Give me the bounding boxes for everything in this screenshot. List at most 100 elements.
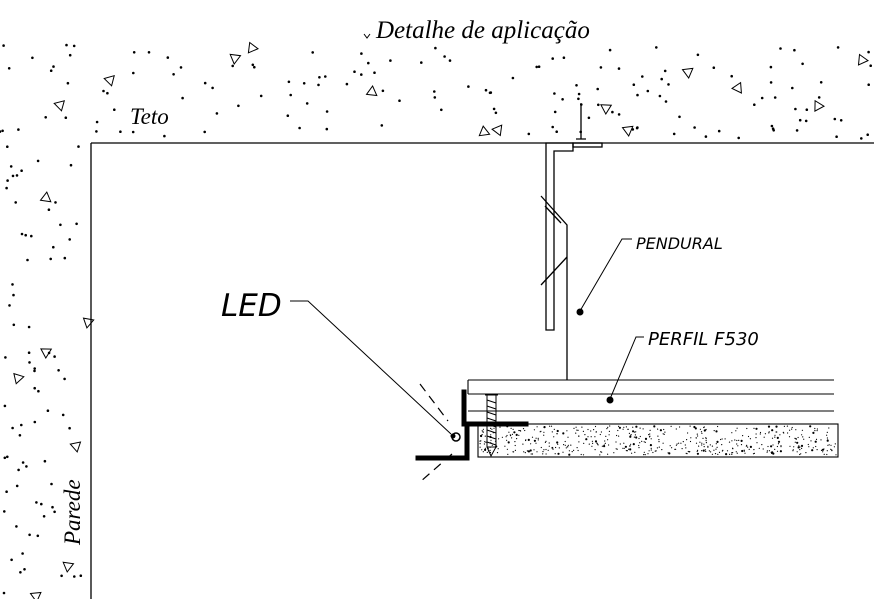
board-stipple — [810, 440, 812, 442]
callout-led: LED — [221, 288, 456, 439]
hatch-dot — [467, 85, 470, 88]
hatch-dot — [49, 69, 53, 72]
board-stipple — [508, 431, 510, 433]
board-stipple — [482, 428, 484, 430]
board-stipple — [551, 431, 553, 433]
board-stipple — [697, 435, 699, 437]
board-stipple — [823, 453, 825, 455]
hatch-dot — [655, 46, 658, 49]
board-stipple — [581, 426, 583, 428]
board-stipple — [623, 442, 625, 444]
board-stipple — [529, 449, 532, 452]
hatch-dot — [611, 110, 614, 114]
board-stipple — [568, 453, 571, 456]
board-stipple — [652, 451, 654, 454]
board-stipple — [536, 451, 538, 453]
board-stipple — [814, 430, 816, 432]
hatch-dot — [24, 233, 28, 237]
board-stipple — [753, 427, 755, 429]
board-stipple — [514, 444, 516, 447]
hatch-dot — [49, 257, 53, 261]
hatch-dot — [47, 208, 51, 211]
board-stipple — [735, 430, 737, 432]
board-stipple — [595, 431, 597, 433]
board-stipple — [545, 448, 547, 451]
hatch-dot — [658, 94, 662, 98]
board-stipple — [711, 445, 714, 447]
board-stipple — [701, 432, 703, 434]
board-stipple — [607, 426, 609, 428]
hatch-dot — [27, 325, 31, 329]
board-stipple — [584, 434, 586, 436]
hatch-dot — [494, 111, 498, 115]
hatch-dot — [63, 377, 66, 381]
hatch-dot — [119, 130, 122, 133]
board-stipple — [797, 446, 800, 449]
board-stipple — [622, 428, 624, 430]
hatch-dot — [63, 256, 67, 260]
board-stipple — [599, 433, 601, 436]
profile-leader-line — [609, 336, 644, 400]
board-stipple — [715, 448, 717, 450]
hatch-dot — [537, 65, 541, 68]
hanger-label: PENDURAL — [636, 234, 723, 253]
board-stipple — [490, 427, 492, 429]
hatch-dot — [14, 201, 17, 204]
board-stipple — [759, 431, 762, 434]
board-stipple — [597, 444, 599, 446]
hatch-dot — [769, 65, 773, 69]
board-stipple — [481, 434, 483, 436]
hatch-dot — [259, 94, 263, 98]
board-stipple — [514, 441, 516, 443]
hatch-dot — [489, 91, 493, 94]
board-stipple — [547, 449, 549, 451]
board-stipple — [758, 447, 760, 449]
hatch-dot — [23, 568, 26, 571]
board-stipple — [573, 427, 575, 429]
hatch-dot — [380, 124, 384, 127]
board-stipple — [680, 442, 682, 444]
board-stipple — [762, 448, 764, 450]
hatch-dot — [617, 67, 621, 70]
board-stipple — [617, 429, 619, 432]
hatch-dot — [286, 114, 290, 117]
board-stipple — [629, 435, 632, 438]
hatch-dot — [6, 145, 9, 148]
hanger-clip-upper — [540, 195, 568, 243]
board-stipple — [761, 444, 763, 446]
board-stipple — [676, 443, 678, 445]
board-stipple — [799, 453, 801, 456]
hatch-dot — [64, 116, 68, 119]
board-stipple — [696, 433, 698, 435]
hatch-dot — [317, 83, 320, 87]
board-stipple — [798, 445, 800, 447]
hatch-dot — [730, 74, 734, 78]
hatch-dot — [36, 159, 40, 163]
hatch-dot — [95, 120, 99, 124]
board-stipple — [594, 436, 596, 438]
board-stipple — [728, 441, 731, 443]
hatch-dot — [11, 426, 14, 430]
board-stipple — [799, 449, 801, 451]
hatch-dot — [678, 115, 681, 119]
hatch-dot — [448, 59, 452, 62]
board-stipple — [771, 437, 774, 439]
anchor-angle — [545, 142, 574, 331]
hatch-dot — [562, 56, 566, 60]
board-stipple — [808, 436, 810, 438]
board-stipple — [539, 431, 541, 433]
hatch-dot — [420, 61, 423, 64]
board-stipple — [596, 443, 599, 445]
hatch-dot — [40, 502, 43, 506]
hatch-dot — [434, 46, 437, 50]
board-stipple — [826, 453, 828, 456]
hatch-dot — [5, 490, 8, 494]
hatch-dot — [42, 515, 46, 518]
board-stipple — [749, 438, 752, 440]
board-stipple — [740, 439, 743, 442]
hatch-dot — [30, 234, 33, 238]
hatch-dot — [2, 44, 5, 47]
board-stipple — [695, 442, 698, 444]
board-stipple — [607, 453, 609, 455]
board-stipple — [776, 436, 779, 439]
